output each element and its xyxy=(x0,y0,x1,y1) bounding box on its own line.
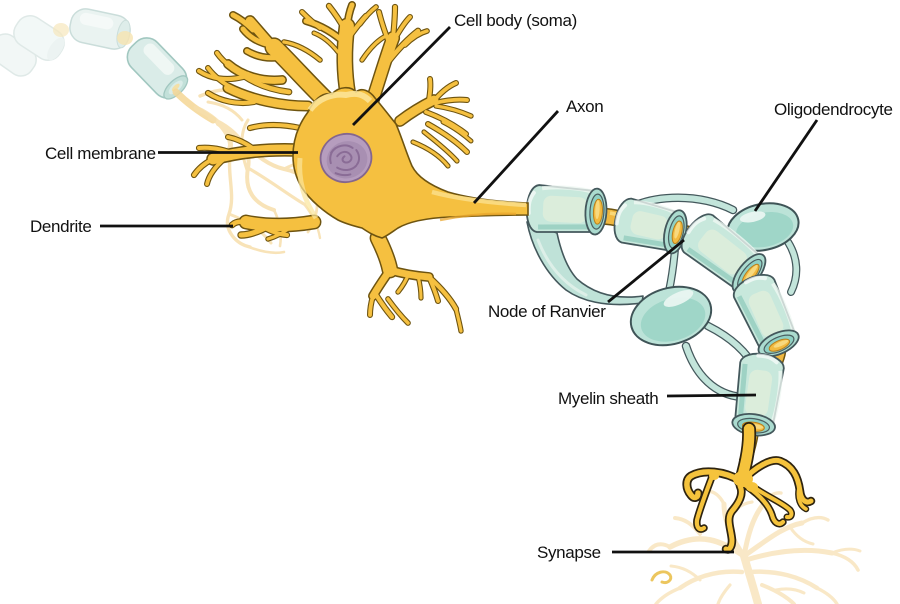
svg-text:Oligodendrocyte: Oligodendrocyte xyxy=(774,100,893,119)
svg-text:Node of Ranvier: Node of Ranvier xyxy=(488,302,606,321)
svg-text:Cell body (soma): Cell body (soma) xyxy=(454,11,577,30)
svg-text:Dendrite: Dendrite xyxy=(30,217,91,236)
svg-text:Axon: Axon xyxy=(566,97,603,116)
svg-text:Synapse: Synapse xyxy=(537,543,601,562)
svg-text:Myelin sheath: Myelin sheath xyxy=(558,389,658,408)
svg-text:Cell membrane: Cell membrane xyxy=(45,144,156,163)
